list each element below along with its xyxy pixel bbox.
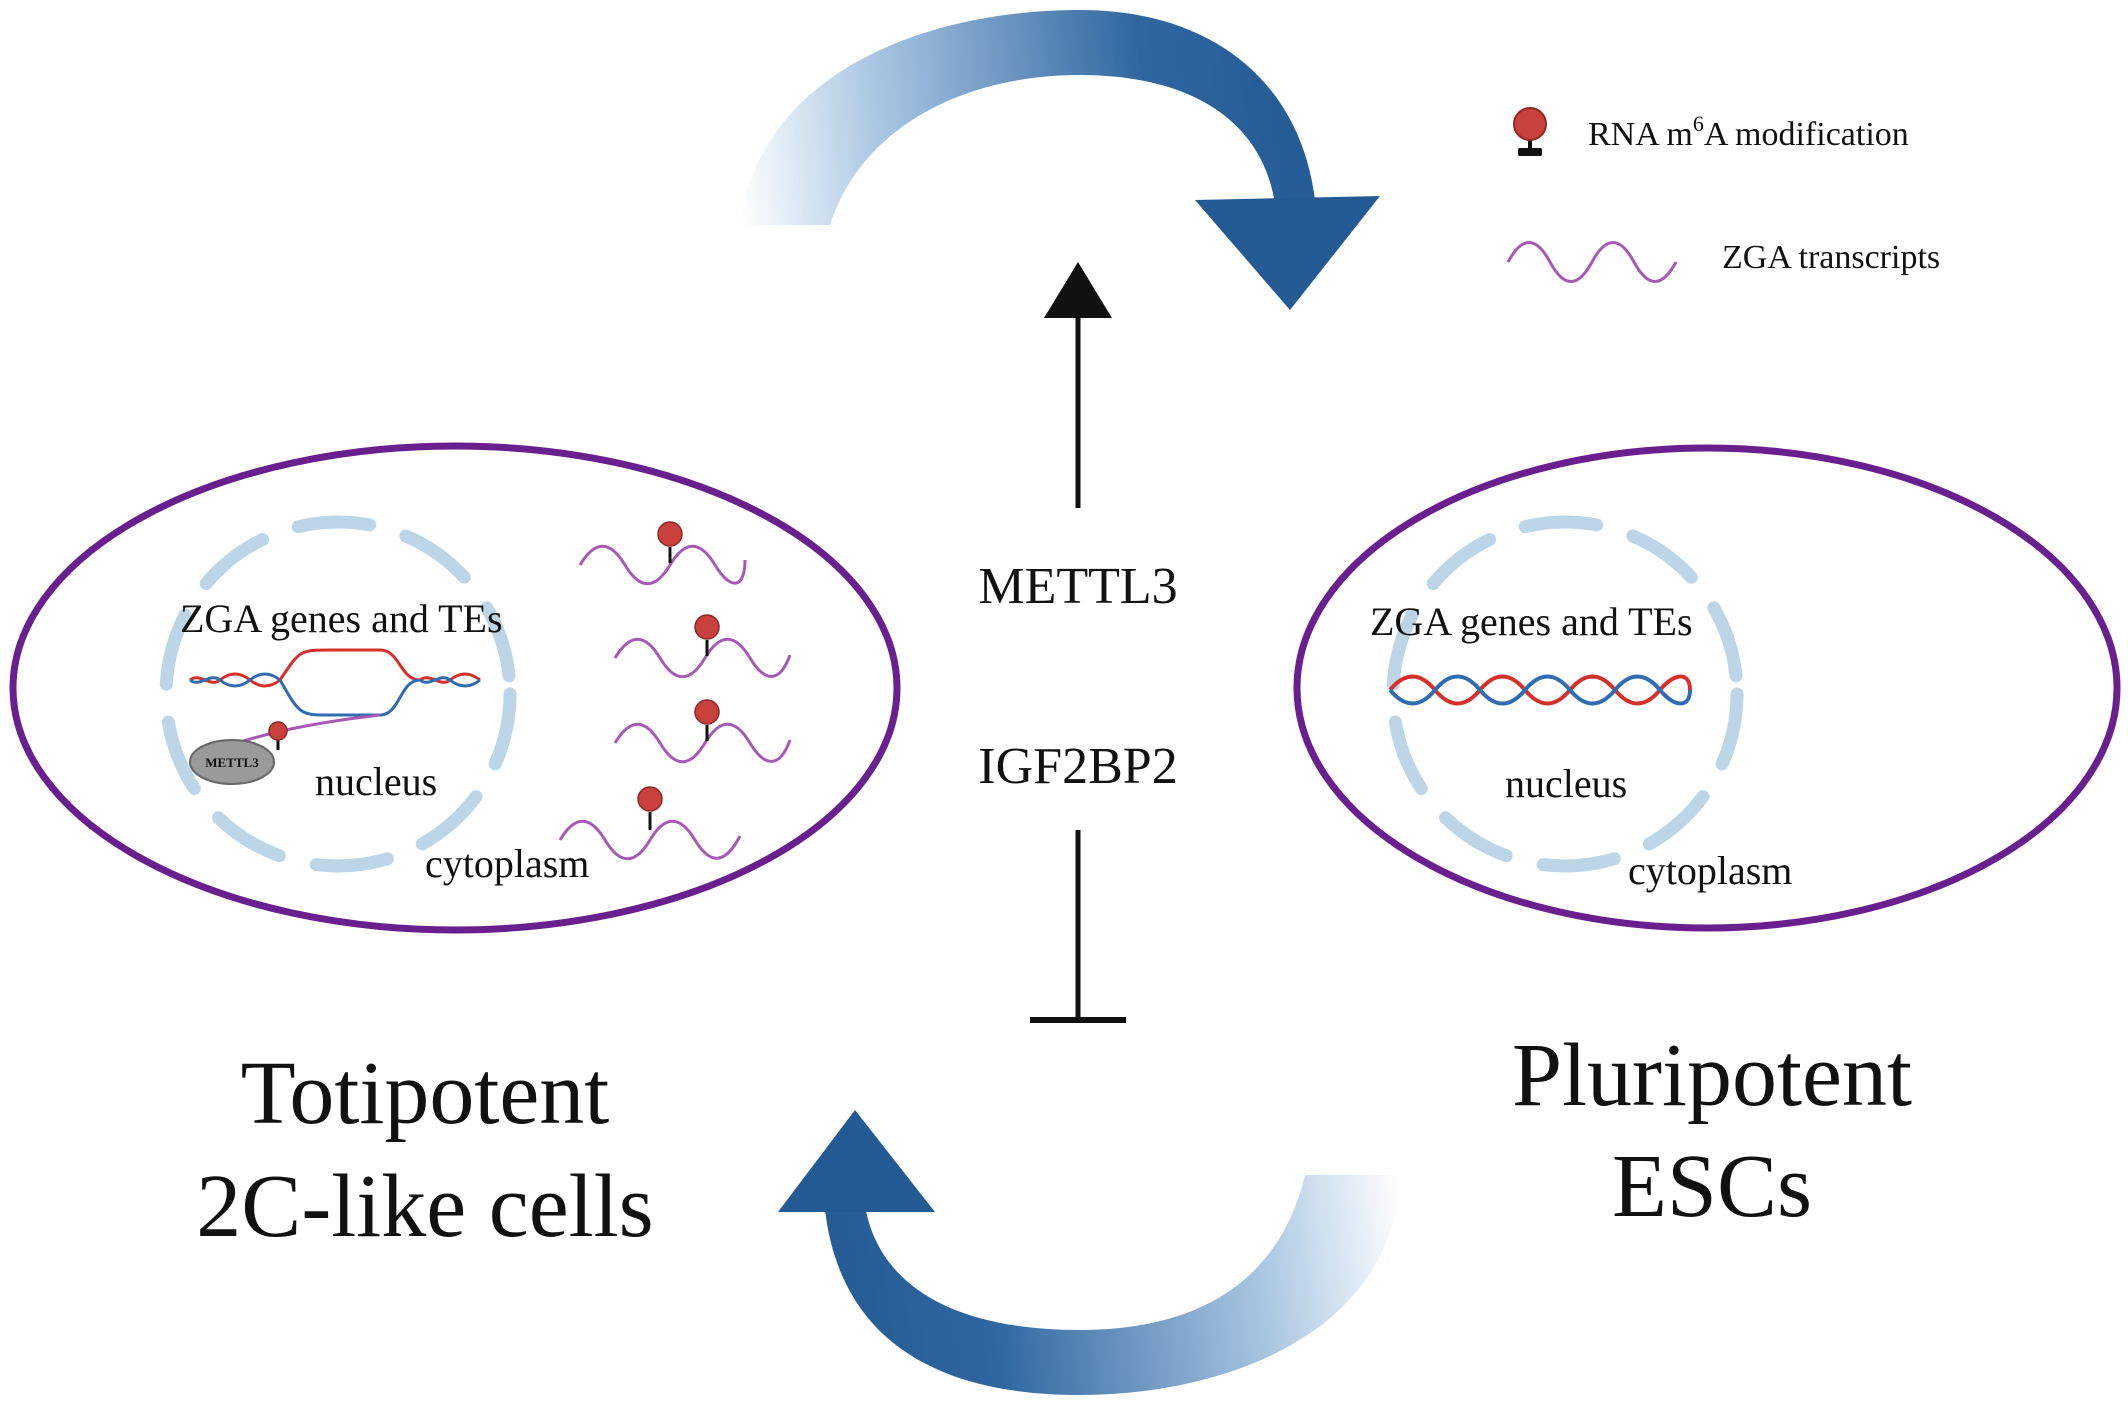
left-nucleus-envelope xyxy=(159,515,517,873)
mettl3-protein-label: METTL3 xyxy=(205,755,259,770)
right-nucleus-envelope xyxy=(1386,515,1744,873)
legend-m6a-label: RNA m6A modification xyxy=(1588,111,1909,153)
inhibitor-label: IGF2BP2 xyxy=(978,738,1177,795)
mettl3-protein-icon xyxy=(189,739,275,785)
bottom-arrow-head xyxy=(778,1110,935,1212)
right-genes-label: ZGA genes and TEs xyxy=(1370,599,1693,644)
center-regulation: METTL3 IGF2BP2 xyxy=(978,262,1178,1023)
legend-zga-label: ZGA transcripts xyxy=(1722,239,1940,276)
m6a-marker-icon xyxy=(1513,107,1547,156)
left-cell-title-line2: 2C-like cells xyxy=(196,1157,653,1256)
m6a-marker-icon xyxy=(637,786,663,812)
right-cell-pluripotent: ZGA genes and TEs nucleus cytoplasm Plur… xyxy=(1293,444,2121,1236)
right-nucleus-label: nucleus xyxy=(1505,761,1627,806)
bottom-transition-arrow xyxy=(778,1110,1400,1395)
right-cell-title-line2: ESCs xyxy=(1612,1137,1812,1236)
right-cytoplasm-label: cytoplasm xyxy=(1628,848,1792,893)
cyto-transcript-3 xyxy=(613,699,792,764)
top-arrow-head xyxy=(1195,196,1380,310)
legend: RNA m6A modification ZGA transcripts xyxy=(1506,107,1940,283)
left-nuclear-m6a-icon xyxy=(268,721,288,750)
right-dna-double-helix xyxy=(1388,674,1692,706)
top-arrow-body xyxy=(740,10,1315,225)
left-cell-membrane xyxy=(9,442,901,934)
activator-label: METTL3 xyxy=(978,558,1177,615)
right-cell-membrane xyxy=(1293,444,2121,932)
right-cell-title-line1: Pluripotent xyxy=(1512,1026,1912,1125)
cyto-transcript-1 xyxy=(578,521,747,586)
left-cytoplasm-label: cytoplasm xyxy=(425,841,589,886)
left-nucleus-label: nucleus xyxy=(315,759,437,804)
m6a-marker-icon xyxy=(694,699,720,725)
bottom-arrow-body xyxy=(825,1175,1400,1395)
left-genes-label: ZGA genes and TEs xyxy=(180,596,503,641)
m6a-marker-icon xyxy=(657,521,683,547)
cyto-transcript-2 xyxy=(613,614,792,679)
cyto-transcript-4 xyxy=(558,786,742,861)
left-cell-totipotent: ZGA genes and TEs METTL3 nucleus cytopla… xyxy=(9,442,901,1256)
m6a-marker-icon xyxy=(694,614,720,640)
left-cell-title-line1: Totipotent xyxy=(241,1044,610,1143)
transcript-wave-icon xyxy=(1506,241,1678,283)
activation-arrowhead-icon xyxy=(1044,262,1112,318)
top-transition-arrow xyxy=(740,10,1380,310)
